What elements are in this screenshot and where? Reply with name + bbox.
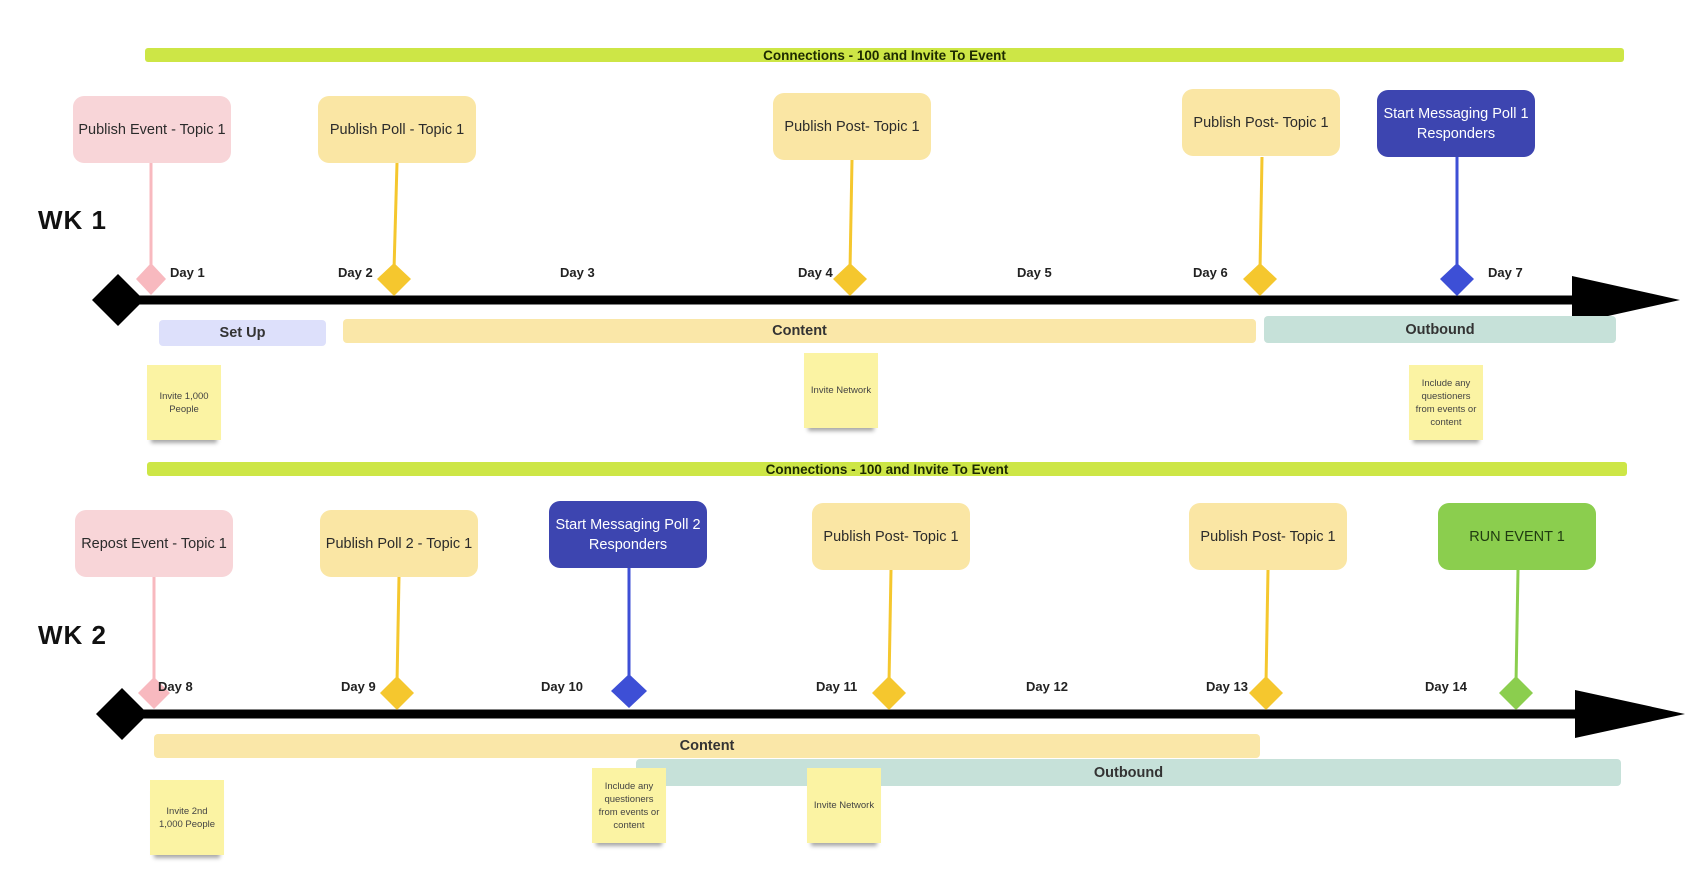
wk2-day-10: Day 10 <box>541 679 583 694</box>
wk2-band-outbound: Outbound <box>636 759 1621 786</box>
wk2-milestone-publish-post-a[interactable]: Publish Post- Topic 1 <box>812 503 970 570</box>
wk2-marker-3 <box>611 674 647 708</box>
wk1-stem-4 <box>1258 156 1264 271</box>
wk2-marker-4 <box>872 676 906 710</box>
wk2-axis-arrowhead <box>1575 690 1685 738</box>
wk2-milestone-publish-poll-2[interactable]: Publish Poll 2 - Topic 1 <box>320 510 478 577</box>
wk2-day-8: Day 8 <box>158 679 193 694</box>
wk2-banner: Connections - 100 and Invite To Event <box>147 462 1627 477</box>
wk2-marker-1 <box>138 677 170 709</box>
wk1-marker-2 <box>377 263 411 296</box>
wk1-stem-2 <box>392 162 399 271</box>
wk1-axis-start-diamond <box>92 274 144 326</box>
wk1-day-7: Day 7 <box>1488 265 1523 280</box>
wk2-marker-2 <box>380 676 414 710</box>
wk2-milestone-start-messaging[interactable]: Start Messaging Poll 2 Responders <box>549 501 707 568</box>
wk2-day-12: Day 12 <box>1026 679 1068 694</box>
wk1-day-1: Day 1 <box>170 265 205 280</box>
wk1-band-setup: Set Up <box>159 320 326 346</box>
wk2-stem-5 <box>1264 569 1270 684</box>
wk2-axis-start-diamond <box>96 688 148 740</box>
wk1-marker-5 <box>1440 263 1474 296</box>
wk2-stem-2 <box>395 576 401 684</box>
wk2-day-13: Day 13 <box>1206 679 1248 694</box>
wk2-note-invite-2nd-people: Invite 2nd 1,000 People <box>150 780 224 855</box>
wk1-axis-arrowhead <box>1572 276 1680 324</box>
wk1-band-content: Content <box>343 319 1256 343</box>
wk2-note-invite-network: Invite Network <box>807 768 881 843</box>
wk2-day-9: Day 9 <box>341 679 376 694</box>
wk2-label: WK 2 <box>38 620 107 650</box>
wk1-stem-3 <box>848 159 854 271</box>
wk1-day-4: Day 4 <box>798 265 833 280</box>
wk1-marker-3 <box>833 263 867 296</box>
wk1-note-invite-network: Invite Network <box>804 353 878 428</box>
wk2-day-14: Day 14 <box>1425 679 1467 694</box>
wk1-milestone-start-messaging[interactable]: Start Messaging Poll 1 Responders <box>1377 90 1535 157</box>
wk1-milestone-publish-event[interactable]: Publish Event - Topic 1 <box>73 96 231 163</box>
wk1-marker-4 <box>1243 263 1277 296</box>
wk2-milestone-run-event[interactable]: RUN EVENT 1 <box>1438 503 1596 570</box>
wk1-milestone-publish-post-a[interactable]: Publish Post- Topic 1 <box>773 93 931 160</box>
wk2-day-11: Day 11 <box>816 679 858 694</box>
wk1-banner: Connections - 100 and Invite To Event <box>145 48 1624 63</box>
wk1-label: WK 1 <box>38 205 107 235</box>
wk2-note-include-questioners: Include any questioners from events or c… <box>592 768 666 843</box>
wk1-day-3: Day 3 <box>560 265 595 280</box>
wk1-day-5: Day 5 <box>1017 265 1052 280</box>
wk2-marker-5 <box>1249 676 1283 710</box>
wk2-milestone-repost-event[interactable]: Repost Event - Topic 1 <box>75 510 233 577</box>
wk1-note-include-questioners: Include any questioners from events or c… <box>1409 365 1483 440</box>
wk1-day-2: Day 2 <box>338 265 373 280</box>
wk2-stem-6 <box>1514 569 1520 684</box>
wk2-milestone-publish-post-b[interactable]: Publish Post- Topic 1 <box>1189 503 1347 570</box>
wk1-marker-1 <box>136 263 166 295</box>
wk1-day-6: Day 6 <box>1193 265 1228 280</box>
wk1-milestone-publish-poll[interactable]: Publish Poll - Topic 1 <box>318 96 476 163</box>
wk1-note-invite-people: Invite 1,000 People <box>147 365 221 440</box>
wk2-stem-4 <box>887 569 893 684</box>
wk2-marker-6 <box>1499 676 1533 710</box>
wk1-milestone-publish-post-b[interactable]: Publish Post- Topic 1 <box>1182 89 1340 156</box>
wk1-band-outbound: Outbound <box>1264 316 1616 343</box>
wk2-band-content: Content <box>154 734 1260 758</box>
